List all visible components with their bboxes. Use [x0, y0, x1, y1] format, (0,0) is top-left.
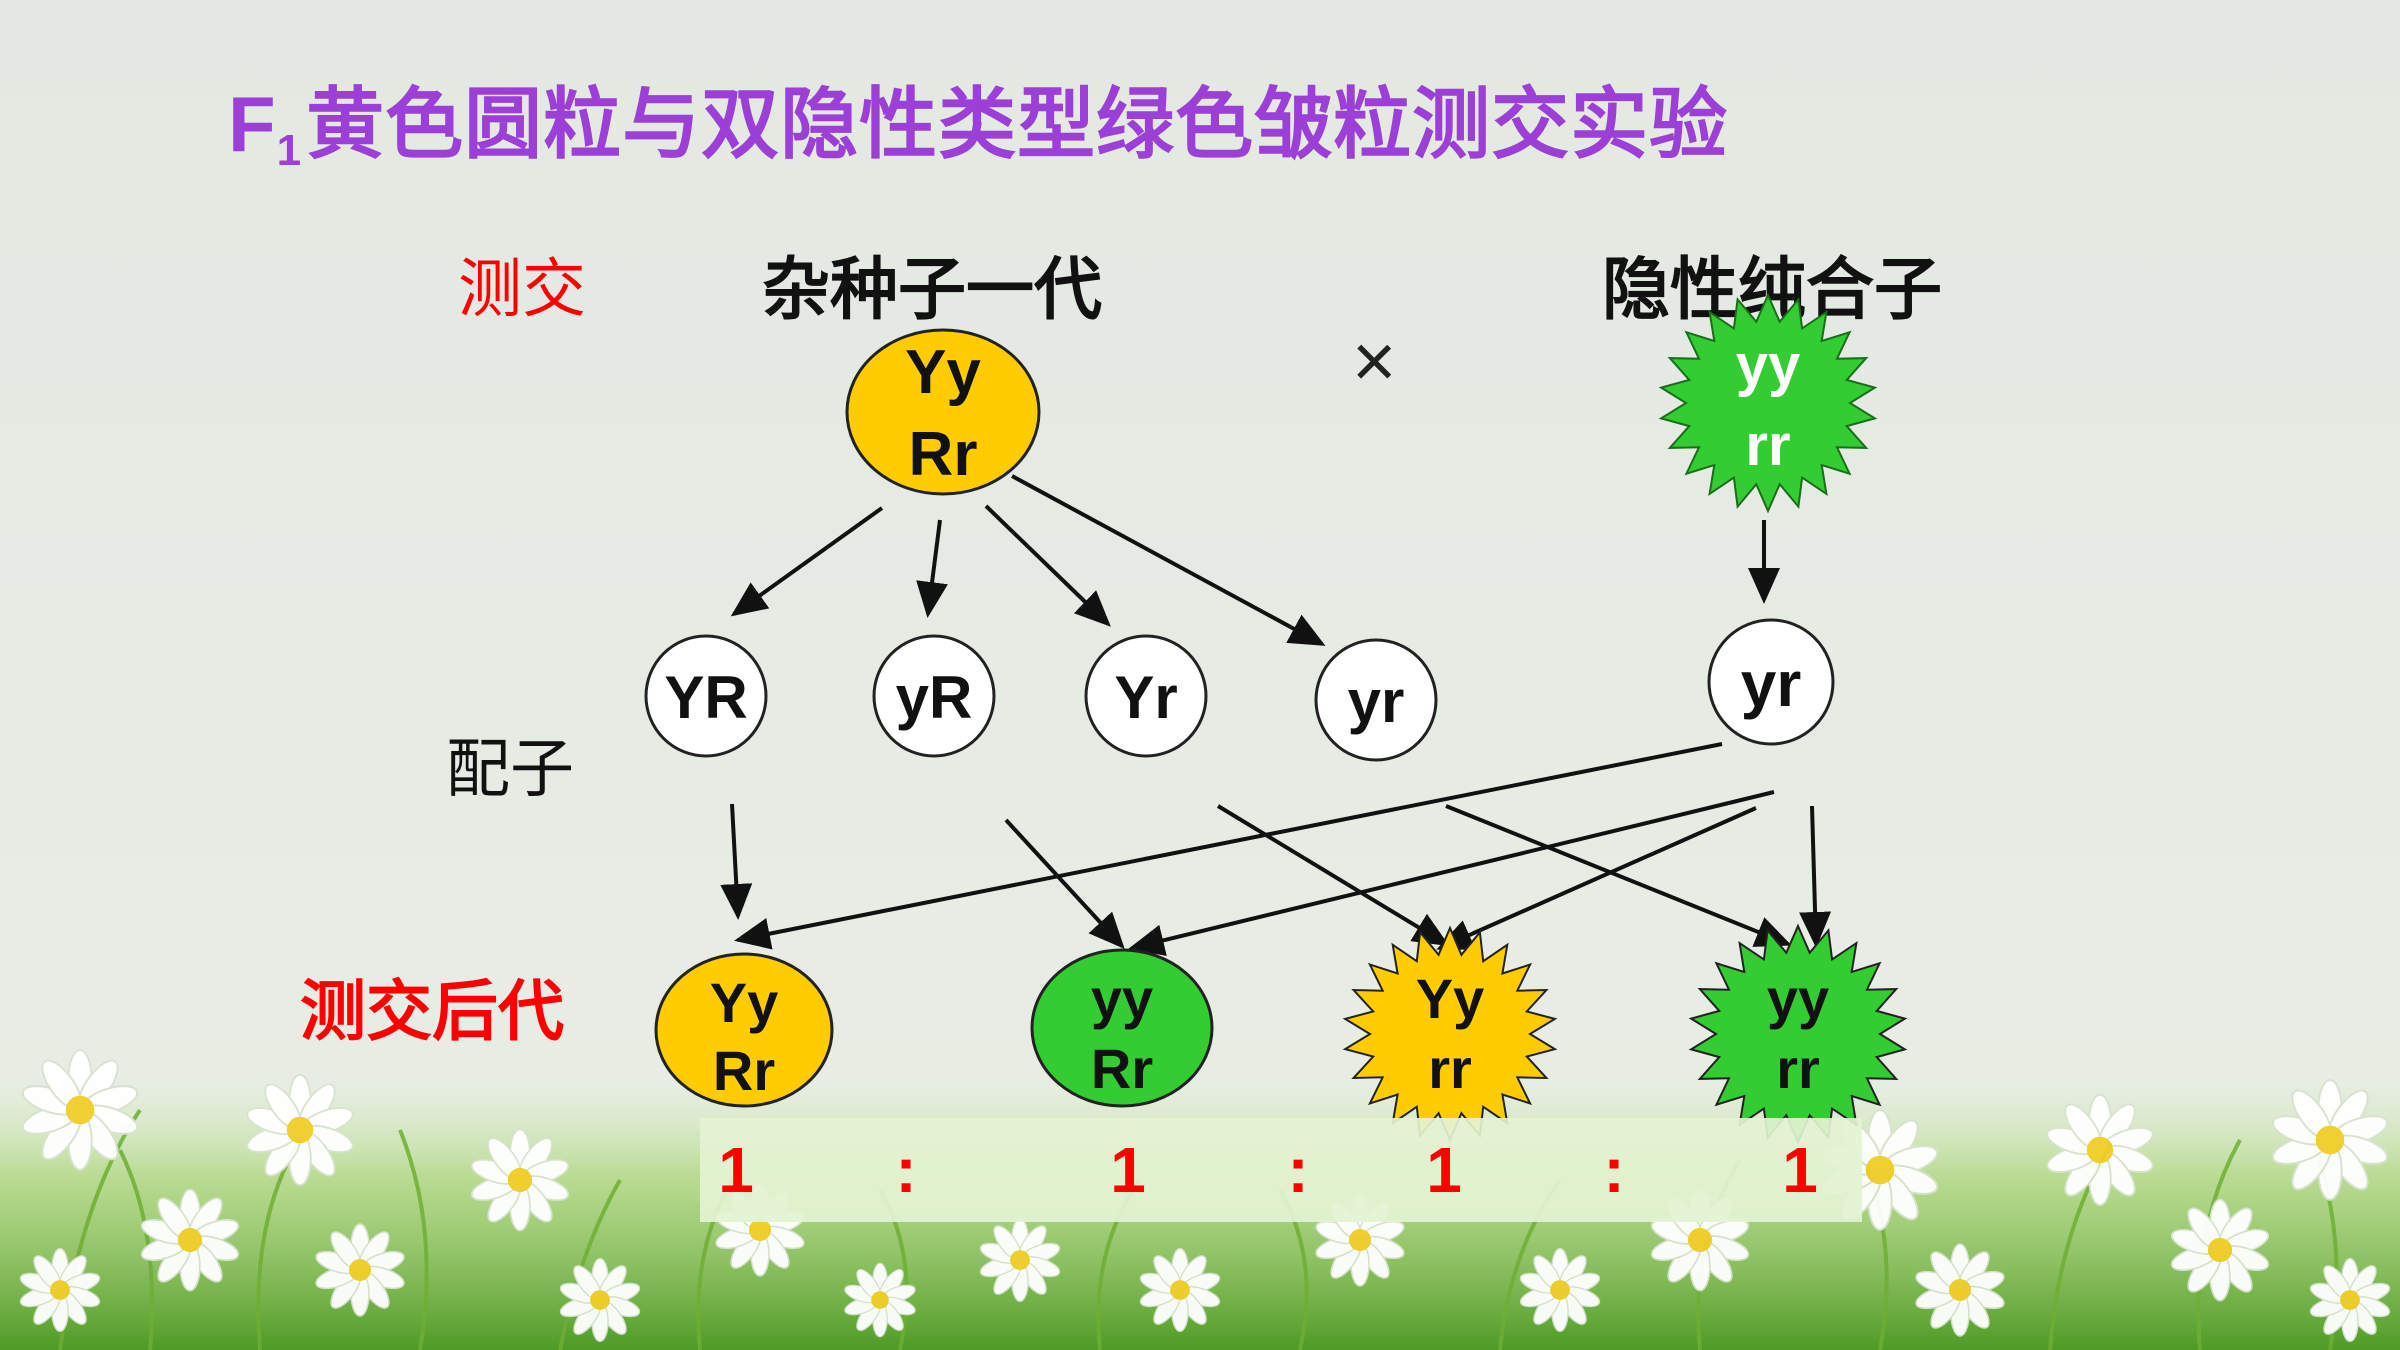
ratio-sep-2: : — [1287, 1134, 1308, 1206]
arrow-to-offspring-3a — [1216, 804, 1450, 947]
arrow-to-offspring-2a — [1004, 818, 1125, 949]
offspring-4-star — [1688, 923, 1908, 1145]
ratio-band: 1 : 1 : 1 : 1 — [700, 1118, 1862, 1222]
ratio-1: 1 — [718, 1134, 754, 1206]
times-symbol: × — [1352, 319, 1397, 404]
arrow-to-offspring-4a — [1445, 804, 1792, 947]
gamete-4: yr — [1314, 638, 1438, 762]
page-title: F1黄色圆粒与双隐性类型绿色皱粒测交实验 — [228, 62, 1728, 176]
offspring-1-circle — [654, 952, 834, 1108]
offspring-1: Yy Rr — [654, 952, 834, 1108]
title-text: 黄色圆粒与双隐性类型绿色皱粒测交实验 — [306, 80, 1729, 168]
title-prefix: F — [228, 80, 277, 168]
hybrid-label: 杂种子一代 — [762, 252, 1103, 328]
ratio-4: 1 — [1782, 1134, 1818, 1206]
offspring-4-line1: yy — [1767, 967, 1829, 1030]
offspring-4: yy rr — [1688, 923, 1908, 1145]
gamete-4-circle — [1314, 638, 1438, 762]
arrow-to-offspring-1b — [734, 742, 1723, 950]
gamete-3-circle — [1084, 634, 1208, 758]
ratio-3: 1 — [1426, 1134, 1462, 1206]
recessive-gamete-label: yr — [1741, 648, 1802, 720]
offspring-2-circle — [1030, 948, 1214, 1108]
offspring-2-line1: yy — [1091, 967, 1153, 1030]
parent-hybrid-circle — [845, 328, 1041, 496]
gamete-to-offspring-arrows — [720, 742, 1832, 956]
gamete-1-label: YR — [664, 664, 747, 731]
offspring-4-line2: rr — [1776, 1037, 1820, 1100]
offspring-2: yy Rr — [1030, 948, 1214, 1108]
offspring-2-line2: Rr — [1091, 1037, 1153, 1100]
title-subscript: 1 — [276, 126, 303, 175]
recessive-gamete: yr — [1707, 618, 1835, 746]
parent-hybrid-line2: Rr — [909, 420, 978, 489]
ratio-sep-1: : — [895, 1134, 916, 1206]
arrow-to-offspring-4b — [1799, 805, 1832, 948]
offspring-3: Yy rr — [1342, 925, 1558, 1143]
parent-recessive-star — [1658, 292, 1878, 514]
offspring-1-line2: Rr — [713, 1039, 775, 1102]
arrow-to-gamete-2 — [916, 519, 948, 618]
offspring-label: 测交后代 — [300, 974, 564, 1048]
gamete-2-label: yR — [896, 664, 973, 731]
arrow-to-gamete-3 — [984, 504, 1111, 627]
gametes-label: 配子 — [446, 733, 574, 807]
ratio-2: 1 — [1110, 1134, 1146, 1206]
gamete-1-circle — [644, 634, 768, 758]
cross-label: 测交 — [458, 253, 586, 327]
gamete-4-label: yr — [1348, 668, 1405, 735]
parent-recessive-line1: yy — [1736, 333, 1801, 398]
hybrid-gametes: YR yR Yr yr — [644, 634, 1438, 762]
recessive-gamete-circle — [1707, 618, 1835, 746]
arrow-to-offspring-2b — [1128, 790, 1775, 956]
arrow-to-offspring-3b — [1436, 806, 1757, 950]
ratio-sep-3: : — [1603, 1134, 1624, 1206]
arrow-to-gamete-4 — [1011, 474, 1326, 646]
parent-hybrid-line1: Yy — [905, 338, 981, 407]
arrow-to-offspring-1a — [720, 803, 753, 920]
gamete-1: YR — [644, 634, 768, 758]
offspring-3-line2: rr — [1428, 1037, 1472, 1100]
offspring-3-star — [1342, 925, 1558, 1143]
parent-recessive: yy rr — [1658, 292, 1878, 514]
gamete-2-circle — [872, 634, 996, 758]
gamete-2: yR — [872, 634, 996, 758]
gamete-3: Yr — [1084, 634, 1208, 758]
offspring-3-line1: Yy — [1416, 967, 1485, 1030]
gamete-3-label: Yr — [1114, 664, 1177, 731]
parent-recessive-line2: rr — [1745, 413, 1790, 478]
offspring-1-line1: Yy — [710, 971, 779, 1034]
parent-to-gamete-arrows — [730, 474, 1780, 646]
arrow-to-gamete-1 — [730, 506, 884, 617]
ratio-background — [700, 1118, 1862, 1222]
parent-hybrid: Yy Rr — [845, 328, 1041, 496]
